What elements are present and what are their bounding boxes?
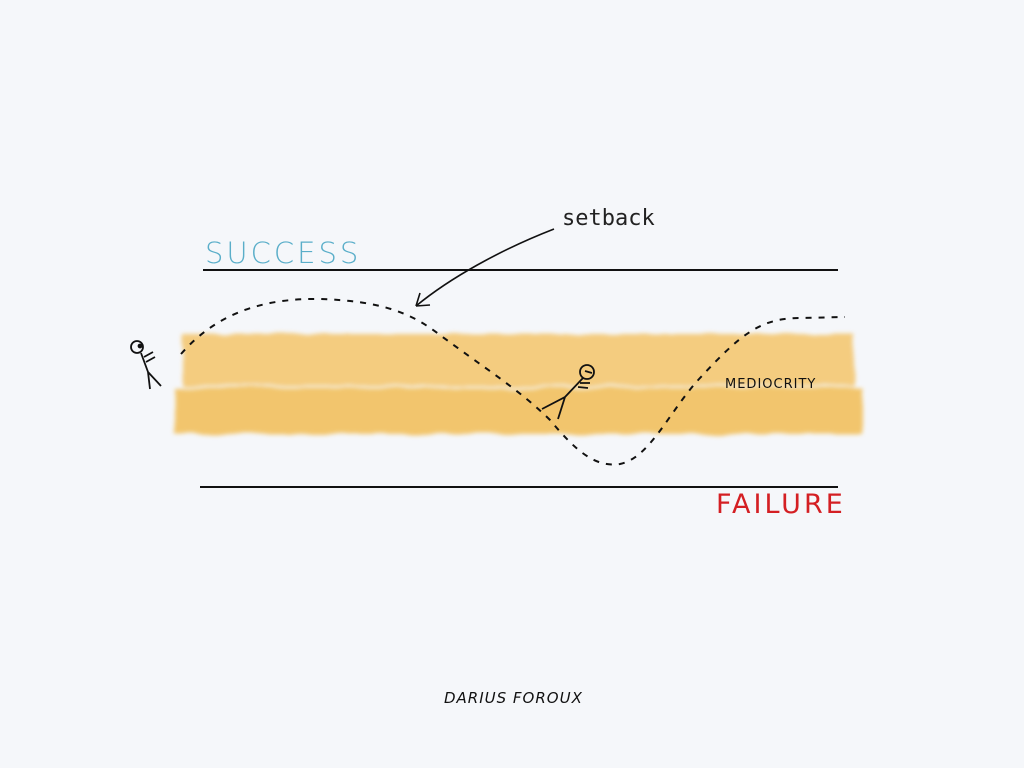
- failure-label: FAILURE: [716, 489, 846, 520]
- mediocrity-band: [174, 334, 862, 434]
- mediocrity-label: MEDIOCRITY: [725, 377, 817, 392]
- setback-arrow: [415, 228, 555, 307]
- stick-figure-start-icon: [130, 340, 162, 390]
- author-credit: DARIUS FOROUX: [444, 689, 583, 707]
- setback-label: setback: [562, 206, 655, 231]
- stick-figure-falling-icon: [541, 364, 595, 420]
- success-label: SUCCESS: [205, 236, 362, 270]
- journey-dashed-path: [180, 297, 846, 466]
